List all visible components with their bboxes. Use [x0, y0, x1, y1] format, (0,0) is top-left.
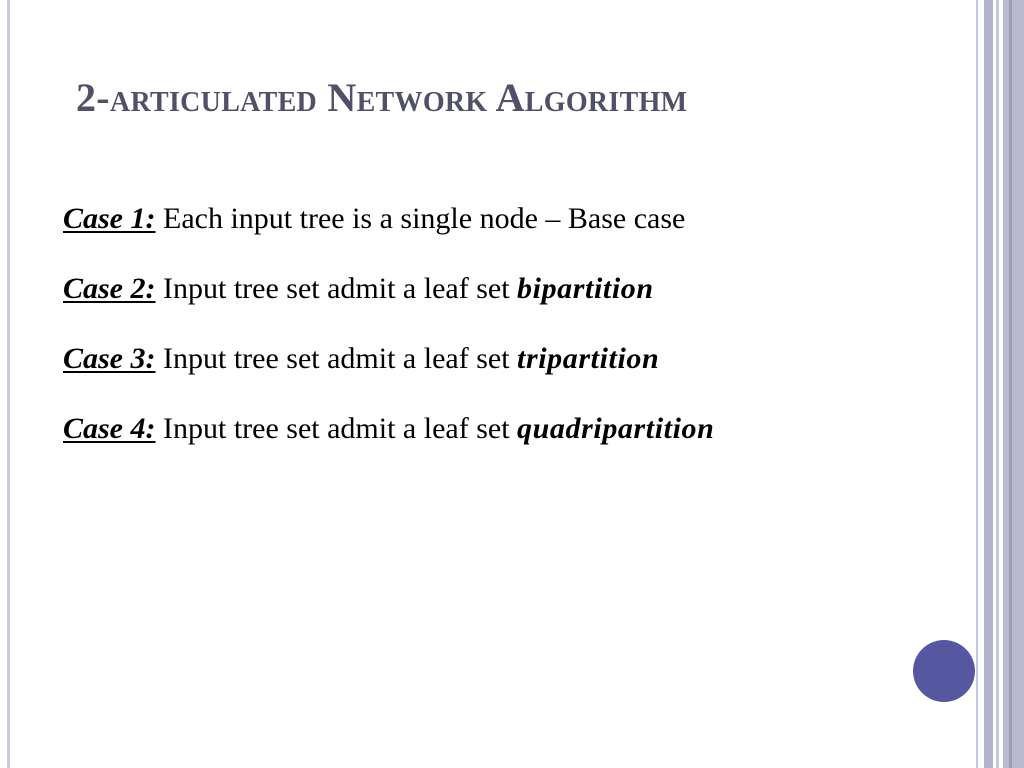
right-decorative-stripes — [976, 0, 1024, 768]
case-emphasis: quadripartition — [517, 412, 715, 445]
case-item-1: Case 1: Each input tree is a single node… — [63, 199, 714, 269]
stripe — [976, 0, 978, 768]
case-label: Case 2: — [63, 272, 156, 305]
case-item-2: Case 2: Input tree set admit a leaf set … — [63, 269, 714, 339]
case-emphasis: tripartition — [517, 342, 660, 375]
case-list: Case 1: Each input tree is a single node… — [63, 199, 714, 479]
stripe — [1003, 0, 1024, 768]
case-text: Each input tree is a single node – Base … — [163, 202, 686, 235]
case-label: Case 3: — [63, 342, 156, 375]
slide-title: 2-articulated Network Algorithm — [76, 75, 688, 120]
stripe — [1009, 0, 1012, 768]
case-label: Case 4: — [63, 412, 156, 445]
decorative-circle — [913, 640, 975, 702]
case-item-4: Case 4: Input tree set admit a leaf set … — [63, 409, 714, 479]
case-text: Input tree set admit a leaf set — [163, 412, 510, 445]
case-emphasis: bipartition — [517, 272, 654, 305]
case-text: Input tree set admit a leaf set — [163, 342, 510, 375]
left-border-line — [7, 0, 10, 768]
stripe — [984, 0, 993, 768]
stripe — [996, 0, 999, 768]
case-text: Input tree set admit a leaf set — [163, 272, 510, 305]
case-label: Case 1: — [63, 202, 156, 235]
case-item-3: Case 3: Input tree set admit a leaf set … — [63, 339, 714, 409]
